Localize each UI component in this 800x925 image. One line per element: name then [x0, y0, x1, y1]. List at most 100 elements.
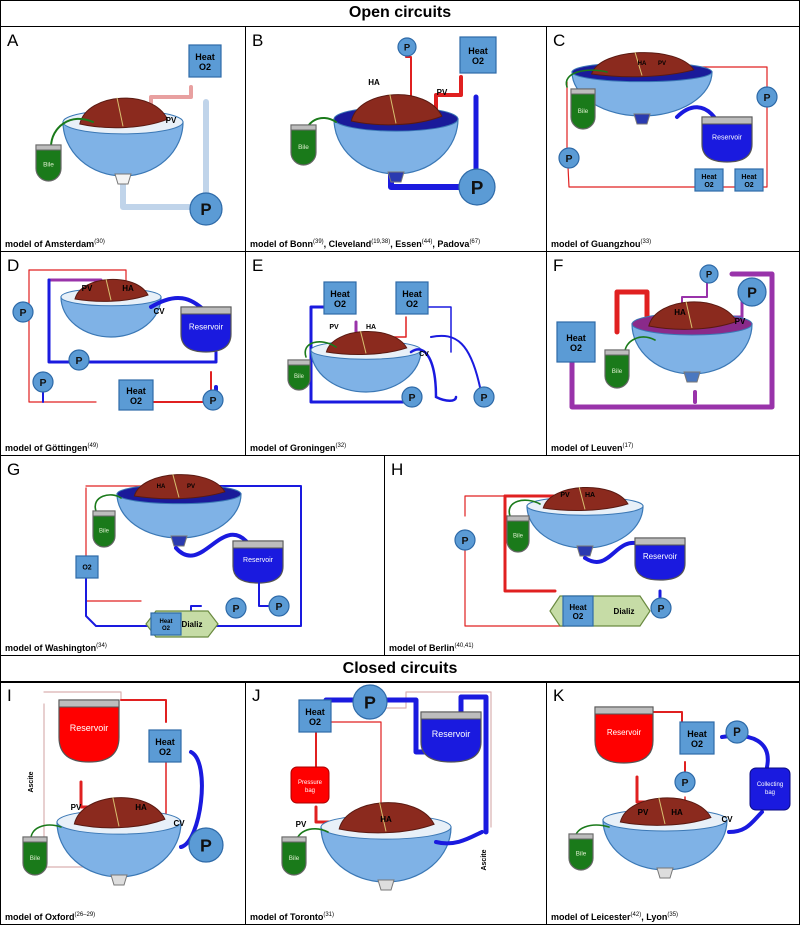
- chamber-drain: [377, 879, 395, 891]
- pump-label: P: [209, 395, 216, 407]
- heat-box: [323, 281, 357, 315]
- reservoir-label: Reservoir: [70, 723, 109, 733]
- pump-label: P: [681, 777, 688, 789]
- bile-bag: Bile: [35, 144, 62, 182]
- bile-container: [35, 144, 62, 182]
- organ-chamber: [116, 474, 242, 547]
- panel-label: K: [553, 686, 565, 705]
- panel-caption: model of Guangzhou(33): [551, 239, 652, 249]
- bile-container: [506, 515, 530, 553]
- bile-bag: Bile: [506, 515, 530, 553]
- liver-fissure: [379, 802, 387, 832]
- label-text: PV: [638, 808, 649, 817]
- pump-circle: [558, 147, 580, 169]
- heat-box: [562, 595, 594, 627]
- bile-container: [290, 124, 317, 166]
- pump-circle: [401, 386, 423, 408]
- label-text: CV: [721, 815, 733, 824]
- o2-label: O2: [334, 299, 346, 309]
- tube-line: [94, 494, 122, 512]
- heat-box: [118, 379, 154, 411]
- panel-caption: model of Leuven(17): [551, 443, 634, 453]
- reservoir-cap: [180, 306, 232, 315]
- reservoir: Reservoir: [594, 706, 654, 764]
- organ-chamber: [333, 94, 459, 183]
- reservoir-cap: [420, 711, 482, 720]
- bile-cap: [22, 836, 48, 843]
- liver-graft: [338, 802, 435, 834]
- bile-bag: Bile: [570, 88, 596, 130]
- bile-container: [92, 510, 116, 548]
- bile-cap: [290, 124, 317, 131]
- pump-circle: [352, 684, 388, 720]
- heat-box: [556, 321, 596, 363]
- reservoir-cap: [58, 699, 120, 708]
- pump-icon: P: [737, 277, 767, 307]
- pump-icon: P: [225, 597, 247, 619]
- heat-label: Heat: [159, 619, 172, 625]
- organ-chamber: [571, 52, 713, 125]
- tube-line: [458, 694, 489, 835]
- pump-label: P: [657, 603, 664, 615]
- bile-cap: [35, 144, 62, 151]
- o2-label: O2: [406, 299, 418, 309]
- tube-line: [304, 341, 337, 358]
- label-text: PV: [658, 61, 666, 67]
- liver-fissure: [658, 797, 666, 825]
- o2-label: O2: [162, 626, 171, 632]
- pressure-label: Pressure: [298, 780, 323, 786]
- bile-label: Bile: [578, 108, 589, 115]
- reservoir-label: Reservoir: [189, 323, 224, 332]
- liver-fissure: [578, 486, 586, 510]
- organ-chamber: [631, 301, 753, 383]
- panel-caption: model of Groningen(32): [250, 443, 347, 453]
- chamber-drain: [170, 535, 188, 547]
- bile-bag: Bile: [287, 359, 311, 391]
- heat-label: Heat: [687, 729, 707, 739]
- heat-box: [75, 555, 99, 579]
- liver-graft: [133, 474, 226, 500]
- heat-exchanger-oxygenator: O2: [75, 555, 99, 579]
- label-text: HA: [366, 324, 376, 331]
- label-text: PV: [437, 88, 448, 97]
- liver-graft: [619, 797, 712, 826]
- pump-icon: P: [189, 192, 223, 226]
- reservoir-container: [594, 706, 654, 764]
- panel-label: F: [553, 256, 564, 275]
- pump-label: P: [404, 42, 410, 53]
- heat-box: [395, 281, 429, 315]
- chamber-drain: [114, 173, 132, 185]
- pump-label: P: [200, 835, 212, 855]
- pump-icon: P: [401, 386, 423, 408]
- reservoir: Reservoir: [58, 699, 120, 763]
- label-text: HA: [368, 78, 380, 87]
- bile-label: Bile: [513, 534, 524, 540]
- reservoir-label: Reservoir: [712, 135, 743, 142]
- heat-label: Heat: [155, 737, 175, 747]
- heat-box: [298, 699, 332, 733]
- pump-icon: P: [650, 597, 672, 619]
- closed-circuits-header: Closed circuits: [0, 655, 800, 683]
- panel-caption: model of Amsterdam(30): [5, 239, 105, 249]
- pump-label: P: [480, 392, 487, 404]
- label-text: HA: [638, 61, 647, 67]
- bile-container: [281, 836, 307, 876]
- pump-label: P: [763, 92, 770, 104]
- chamber-drain: [683, 371, 701, 383]
- heat-label: Heat: [701, 174, 717, 181]
- liver-graft: [590, 52, 695, 78]
- panel-label: B: [252, 31, 264, 50]
- panel-label: D: [7, 256, 20, 275]
- pump-label: P: [275, 601, 282, 613]
